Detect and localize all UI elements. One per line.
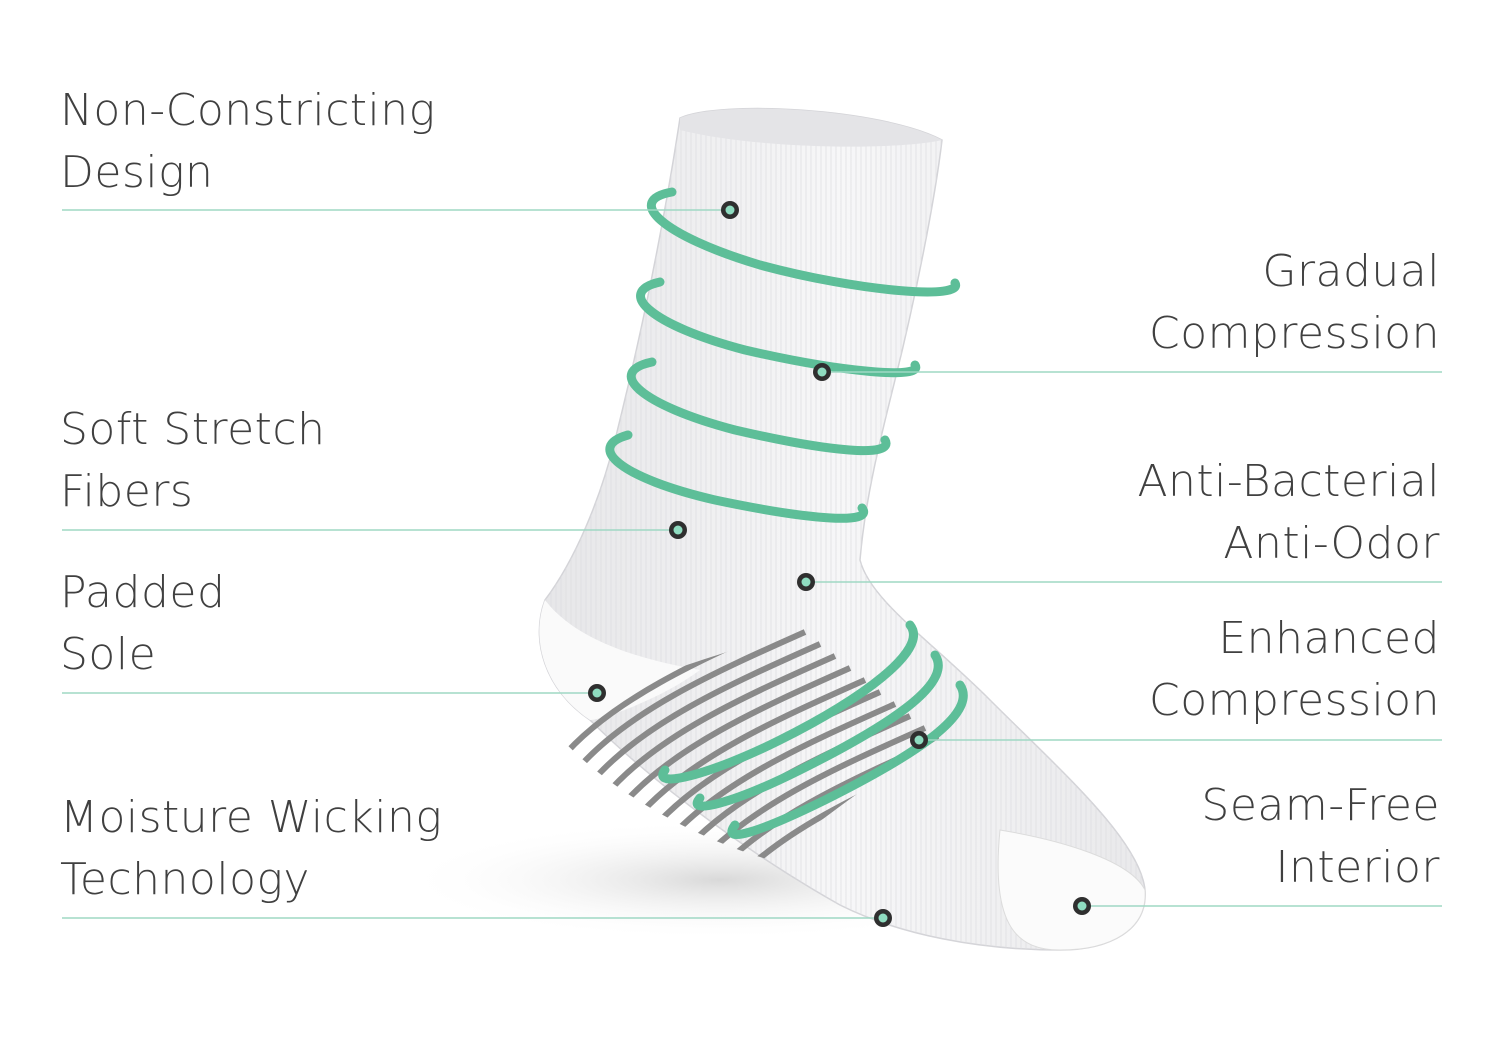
feature-label-non-constricting: Non-Constricting Design bbox=[60, 80, 436, 204]
feature-label-line: Compression bbox=[1148, 308, 1440, 359]
feature-label-line: Compression bbox=[1148, 675, 1440, 726]
feature-label-line: Padded bbox=[60, 567, 226, 618]
feature-label-line: Non-Constricting bbox=[60, 85, 436, 136]
callout-dot-icon bbox=[910, 731, 928, 749]
feature-label-moisture-wicking: Moisture Wicking Technology bbox=[60, 787, 442, 911]
callout-dot-icon bbox=[797, 573, 815, 591]
callout-dot-icon bbox=[1073, 897, 1091, 915]
feature-label-line: Gradual bbox=[1262, 246, 1440, 297]
feature-label-padded-sole: Padded Sole bbox=[60, 562, 225, 686]
callout-dot-icon bbox=[721, 201, 739, 219]
feature-label-line: Anti-Odor bbox=[1223, 518, 1440, 569]
feature-label-seam-free: Seam-Free Interior bbox=[1201, 775, 1440, 899]
feature-label-line: Fibers bbox=[60, 466, 194, 517]
callout-dot-icon bbox=[588, 684, 606, 702]
callout-dot-icon bbox=[669, 521, 687, 539]
feature-label-line: Interior bbox=[1275, 842, 1440, 893]
feature-label-line: Design bbox=[60, 147, 214, 198]
leader-lines bbox=[62, 209, 1442, 919]
compression-ring-icon bbox=[626, 357, 891, 456]
compression-ring-icon bbox=[727, 680, 968, 839]
callout-markers bbox=[588, 201, 1091, 927]
compression-ring-icon bbox=[647, 187, 961, 297]
feature-label-soft-stretch: Soft Stretch Fibers bbox=[60, 399, 326, 523]
feature-label-enhanced-compression: Enhanced Compression bbox=[1149, 608, 1440, 732]
compression-ring-icon bbox=[658, 620, 918, 784]
feature-label-line: Technology bbox=[60, 854, 310, 905]
compression-ring-icon bbox=[692, 650, 943, 811]
callout-dot-icon bbox=[874, 909, 892, 927]
callout-dot-icon bbox=[813, 363, 831, 381]
feature-label-line: Seam-Free bbox=[1201, 780, 1440, 831]
compression-rings-foot bbox=[658, 620, 968, 839]
feature-label-anti-bacterial: Anti-Bacterial Anti-Odor bbox=[1137, 451, 1440, 575]
feature-label-gradual-compression: Gradual Compression bbox=[1149, 241, 1440, 365]
feature-label-line: Anti-Bacterial bbox=[1137, 456, 1440, 507]
feature-label-line: Moisture Wicking bbox=[60, 792, 443, 843]
feature-label-line: Soft Stretch bbox=[60, 404, 326, 455]
compression-ring-icon bbox=[605, 430, 869, 523]
feature-label-line: Sole bbox=[60, 629, 157, 680]
feature-label-line: Enhanced bbox=[1218, 613, 1440, 664]
